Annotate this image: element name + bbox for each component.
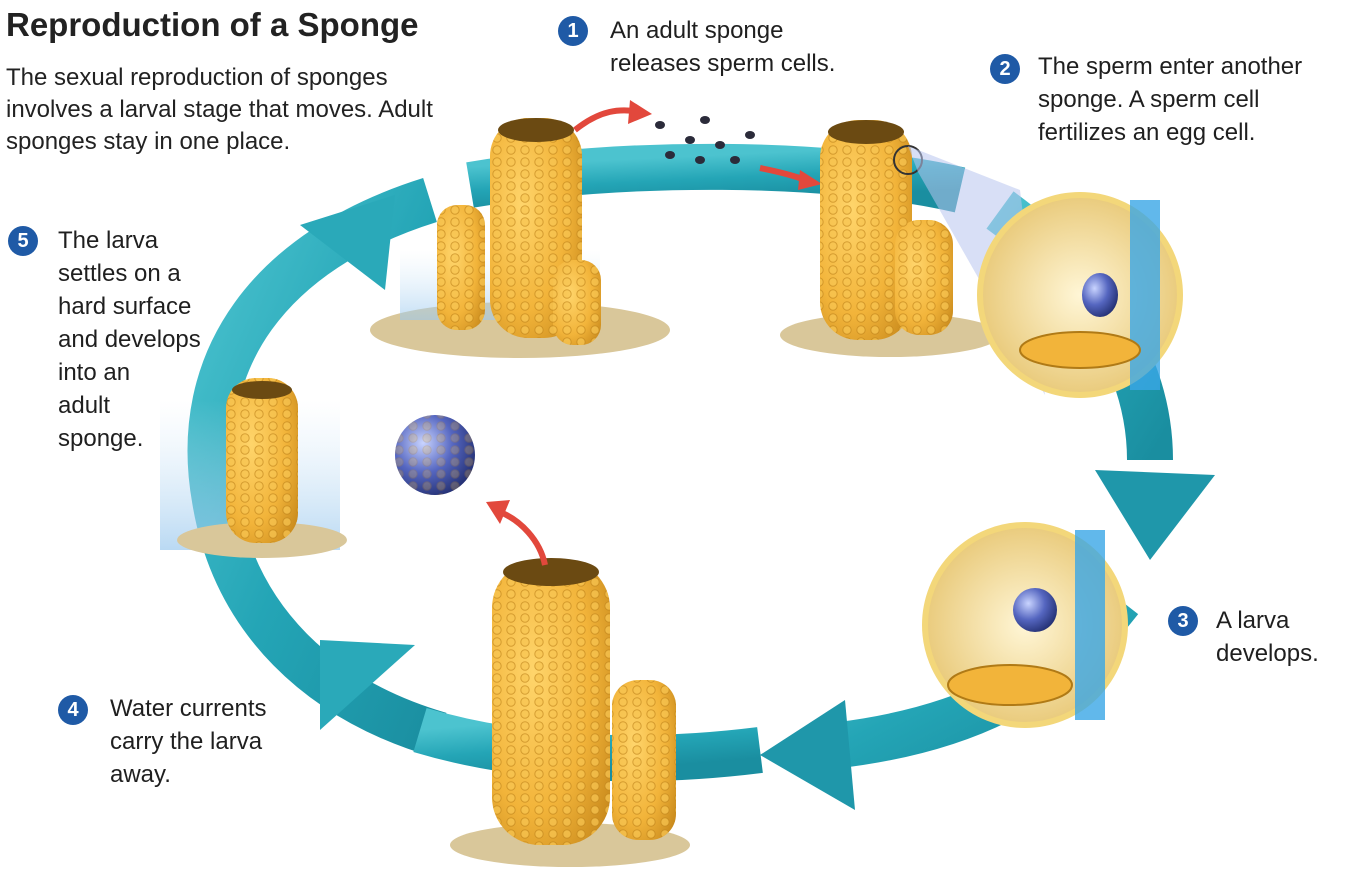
zoom-circle-larva [925,525,1125,725]
step-1-text: An adult sponge releases sperm cells. [610,14,835,80]
cycle-arrowhead-right [1095,470,1215,560]
step-2-badge: 2 [990,54,1020,84]
step-3-text: A larva develops. [1216,604,1319,670]
sponge-group-bottom [450,558,690,867]
page-title: Reproduction of a Sponge [6,6,418,44]
larva-release-arrow [500,512,545,565]
free-larva [395,415,475,495]
step-5-badge: 5 [8,226,38,256]
sperm-release-arrowhead [628,100,652,124]
step-4-badge: 4 [58,695,88,725]
step-2-text: The sperm enter another sponge. A sperm … [1038,50,1302,149]
cycle-arrowhead-lower [760,700,855,810]
step-5-text: The larva settles on a hard surface and … [58,224,201,455]
step-4-text: Water currents carry the larva away. [110,692,266,791]
step-3-badge: 3 [1168,606,1198,636]
step-1-badge: 1 [558,16,588,46]
page-subtitle: The sexual reproduction of sponges invol… [6,62,476,158]
